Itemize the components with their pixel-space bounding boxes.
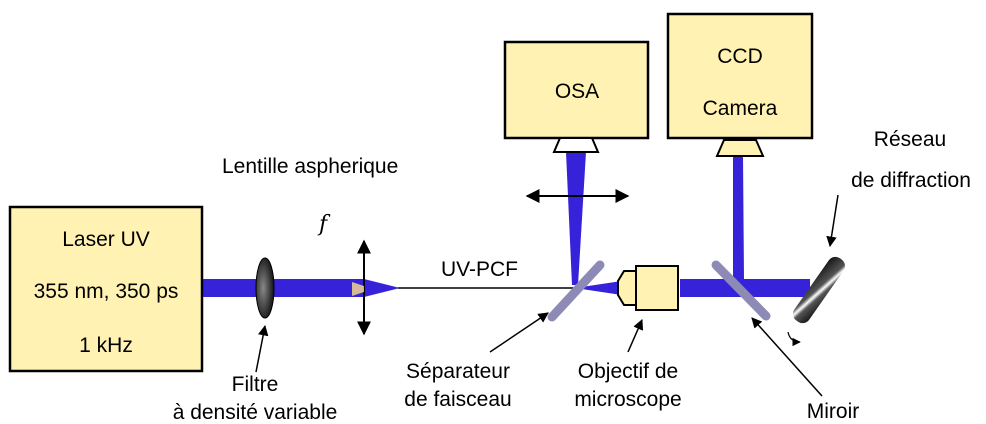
beam-to-grating	[680, 279, 810, 297]
filter-label-line1: Filtre	[232, 373, 279, 396]
laser-label-line1: Laser UV	[62, 228, 150, 251]
mirror-label: Miroir	[807, 400, 860, 423]
laser-label-line2: 355 nm, 350 ps	[34, 280, 179, 303]
beam-laser-to-lens	[202, 279, 364, 297]
lens-highlight	[352, 282, 364, 296]
ccd-label-line2: Camera	[703, 97, 778, 120]
laser-label-line3: 1 kHz	[79, 334, 133, 357]
splitter-label-line2: de faisceau	[404, 388, 511, 411]
pointer-arrow-mirror	[751, 317, 823, 397]
pointer-arrow-objective	[627, 319, 644, 353]
pointer-arrow-splitter	[489, 312, 549, 353]
ccd-label-line1: CCD	[717, 45, 763, 68]
osa-input-port	[552, 137, 600, 153]
beam-splitter	[547, 260, 605, 322]
ccd-input-port	[715, 139, 765, 157]
focal-length-label: f	[317, 212, 331, 237]
objective-label-line1: Objectif de	[578, 360, 678, 383]
beam-up-to-osa	[566, 152, 586, 285]
fiber-label: UV-PCF	[441, 258, 518, 281]
pointer-arrow-filter	[255, 324, 269, 373]
grating-label-line2: de diffraction	[851, 169, 971, 192]
diffraction-grating	[787, 256, 846, 347]
pointer-arrow-grating	[826, 194, 839, 248]
beam-up-to-ccd	[733, 156, 744, 280]
grating-rotation-arrow	[787, 331, 801, 347]
grating-label-line1: Réseau	[874, 128, 946, 151]
variable-density-filter	[255, 257, 275, 319]
beam-focus-into-fiber	[364, 279, 400, 297]
osa-label: OSA	[555, 80, 599, 103]
filter-label-line2: à densité variable	[173, 401, 338, 424]
osa-box: OSA	[503, 40, 650, 153]
microscope-objective	[617, 265, 679, 311]
ccd-camera-box: CCD Camera	[666, 12, 814, 157]
lens-label: Lentille aspherique	[222, 155, 398, 178]
splitter-label-line1: Séparateur	[406, 360, 510, 383]
laser-uv-box: Laser UV 355 nm, 350 ps 1 kHz	[8, 205, 204, 373]
mirror	[711, 260, 771, 321]
objective-label-line2: microscope	[574, 388, 681, 411]
aspheric-lens	[352, 239, 371, 336]
laser-beams	[202, 152, 810, 297]
